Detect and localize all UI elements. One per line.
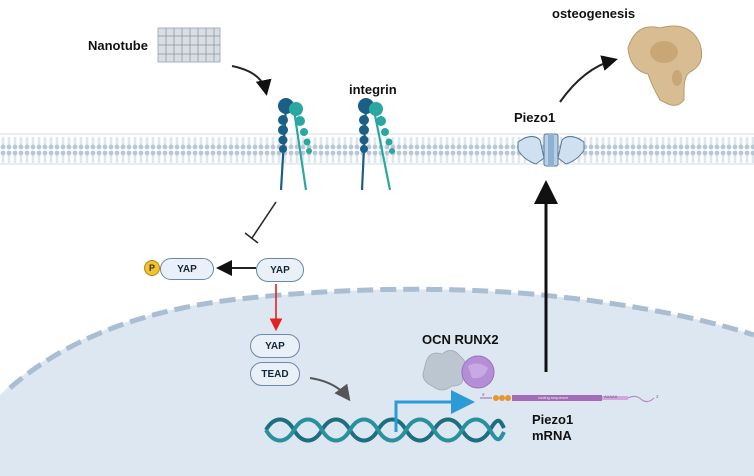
integrin-receptor-1 xyxy=(278,98,312,191)
mrna-coding-sequence-text: coding sequence xyxy=(538,395,569,400)
piezo1-mrna-label-line1: Piezo1 xyxy=(532,412,574,427)
cell-membrane xyxy=(0,133,754,165)
ocn-runx2-label: OCN RUNX2 xyxy=(422,332,499,347)
bone-icon xyxy=(627,25,703,106)
nanotube-to-integrin-arrow xyxy=(231,65,272,96)
integrin-receptor-2 xyxy=(358,98,395,191)
integrin-inhibits-yap-line xyxy=(244,201,277,244)
transcription-start-arrow xyxy=(394,390,475,432)
phosphorylated-yap-pill: YAP xyxy=(160,258,214,280)
nanotube-icon xyxy=(157,27,221,63)
dna-helix-icon xyxy=(264,417,506,443)
piezo1-mrna-label-line2: mRNA xyxy=(532,428,572,443)
cytoplasmic-yap-pill: YAP xyxy=(256,258,304,282)
mrna-polya-text: AAAAA xyxy=(604,394,618,399)
piezo1-channel-icon xyxy=(517,133,585,167)
piezo1-to-osteogenesis-arrow xyxy=(559,55,618,103)
mrna-five-prime-text: 5' xyxy=(482,392,485,397)
nuclear-yap-pill: YAP xyxy=(250,334,300,358)
mrna-three-prime-text: 3' xyxy=(656,394,659,399)
ocn-protein-icon xyxy=(422,350,466,391)
piezo1-mrna-icon xyxy=(480,395,655,403)
osteogenesis-label: osteogenesis xyxy=(552,6,636,21)
runx2-protein-icon xyxy=(461,355,495,389)
tead-pill: TEAD xyxy=(250,362,300,386)
piezo1-label: Piezo1 xyxy=(514,110,556,125)
nucleus xyxy=(0,286,754,476)
integrin-label: integrin xyxy=(349,82,397,97)
phosphate-badge: P xyxy=(144,260,160,276)
nanotube-label: Nanotube xyxy=(88,38,148,53)
tead-to-dna-arrow xyxy=(309,377,351,402)
